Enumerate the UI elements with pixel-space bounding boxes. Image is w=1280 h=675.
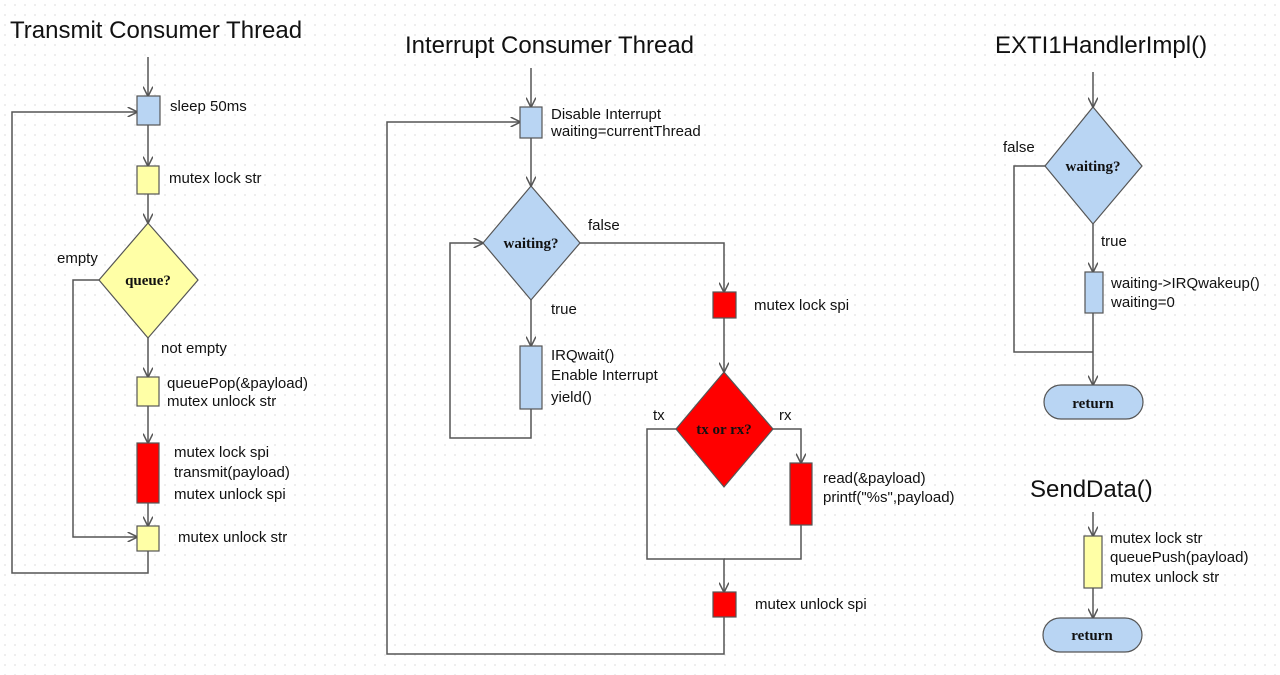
unlock-spi-box [712,591,737,618]
exti-return-terminal [1043,384,1144,420]
sleep-label: sleep 50ms [170,98,247,115]
queue-decision-label: queue? [125,273,171,289]
transmit-thread: Transmit Consumer Thread sleep 50ms mute… [10,17,308,574]
interrupt-title: Interrupt Consumer Thread [405,32,694,59]
exti-return-label: return [1072,396,1114,412]
send-return-label: return [1071,628,1113,644]
unlock-str-box [136,525,160,552]
lock-spi-box [712,291,737,319]
read-box [789,462,813,526]
txrx-decision-label: tx or rx? [696,422,752,438]
irq-label-3: yield() [551,389,592,406]
interrupt-thread: Interrupt Consumer Thread Disable Interr… [386,32,955,655]
false-label: false [588,217,620,234]
pop-label-2: mutex unlock str [167,393,276,410]
transmit-title: Transmit Consumer Thread [10,17,302,44]
send-title: SendData() [1030,476,1153,503]
empty-label: empty [57,250,98,267]
send-return-terminal [1042,617,1143,653]
lock-str-label: mutex lock str [169,170,262,187]
pop-label-1: queuePop(&payload) [167,375,308,392]
wake-label-2: waiting=0 [1110,294,1175,311]
rx-label: rx [779,407,792,424]
read-label-1: read(&payload) [823,470,926,487]
exti-false-label: false [1003,139,1035,156]
irq-label-1: IRQwait() [551,347,614,364]
unlock-str-label: mutex unlock str [178,529,287,546]
spi-label-1: mutex lock spi [174,444,269,461]
irq-label-2: Enable Interrupt [551,367,659,384]
disable-label-1: Disable Interrupt [551,106,662,123]
sleep-box [136,95,161,126]
spi-label-2: transmit(payload) [174,464,290,481]
lock-spi-label: mutex lock spi [754,297,849,314]
exti-waiting-decision-label: waiting? [1065,159,1120,175]
read-label-2: printf("%s",payload) [823,489,955,506]
irq-box [519,345,543,410]
edge-loop-disable [386,122,725,655]
tx-label: tx [653,407,665,424]
unlock-spi-label: mutex unlock spi [755,596,867,613]
send-ops-label-1: mutex lock str [1110,530,1203,547]
edge-read-merge [724,525,802,560]
edge-loop-sleep [11,112,149,574]
exti-handler: EXTI1HandlerImpl() waiting? false true w… [995,32,1260,420]
edge-false-merge [1013,165,1093,353]
queue-decision [98,222,199,339]
true-label: true [551,301,577,318]
waiting-decision-label: waiting? [503,236,558,252]
not-empty-label: not empty [161,340,227,357]
lock-str-box [136,165,160,195]
edge-rx-read [773,428,801,463]
pop-box [136,376,160,407]
exti-title: EXTI1HandlerImpl() [995,32,1207,59]
txrx-decision [675,371,774,488]
disable-label-2: waiting=currentThread [550,123,701,140]
send-ops-box [1083,535,1103,589]
edge-tx-merge [646,428,724,592]
edge-empty [72,279,137,537]
edge-irq-loop [449,243,532,439]
edge-false-lock [580,242,724,292]
send-ops-label-3: mutex unlock str [1110,569,1219,586]
waiting-decision [482,185,581,301]
disable-box [519,106,543,139]
wake-box [1084,271,1104,314]
send-data: SendData() mutex lock str queuePush(payl… [1030,476,1248,653]
spi-label-3: mutex unlock spi [174,486,286,503]
wake-label-1: waiting->IRQwakeup() [1110,275,1260,292]
send-ops-label-2: queuePush(payload) [1110,549,1248,566]
exti-waiting-decision [1044,106,1143,225]
spi-box [136,442,160,504]
exti-true-label: true [1101,233,1127,250]
